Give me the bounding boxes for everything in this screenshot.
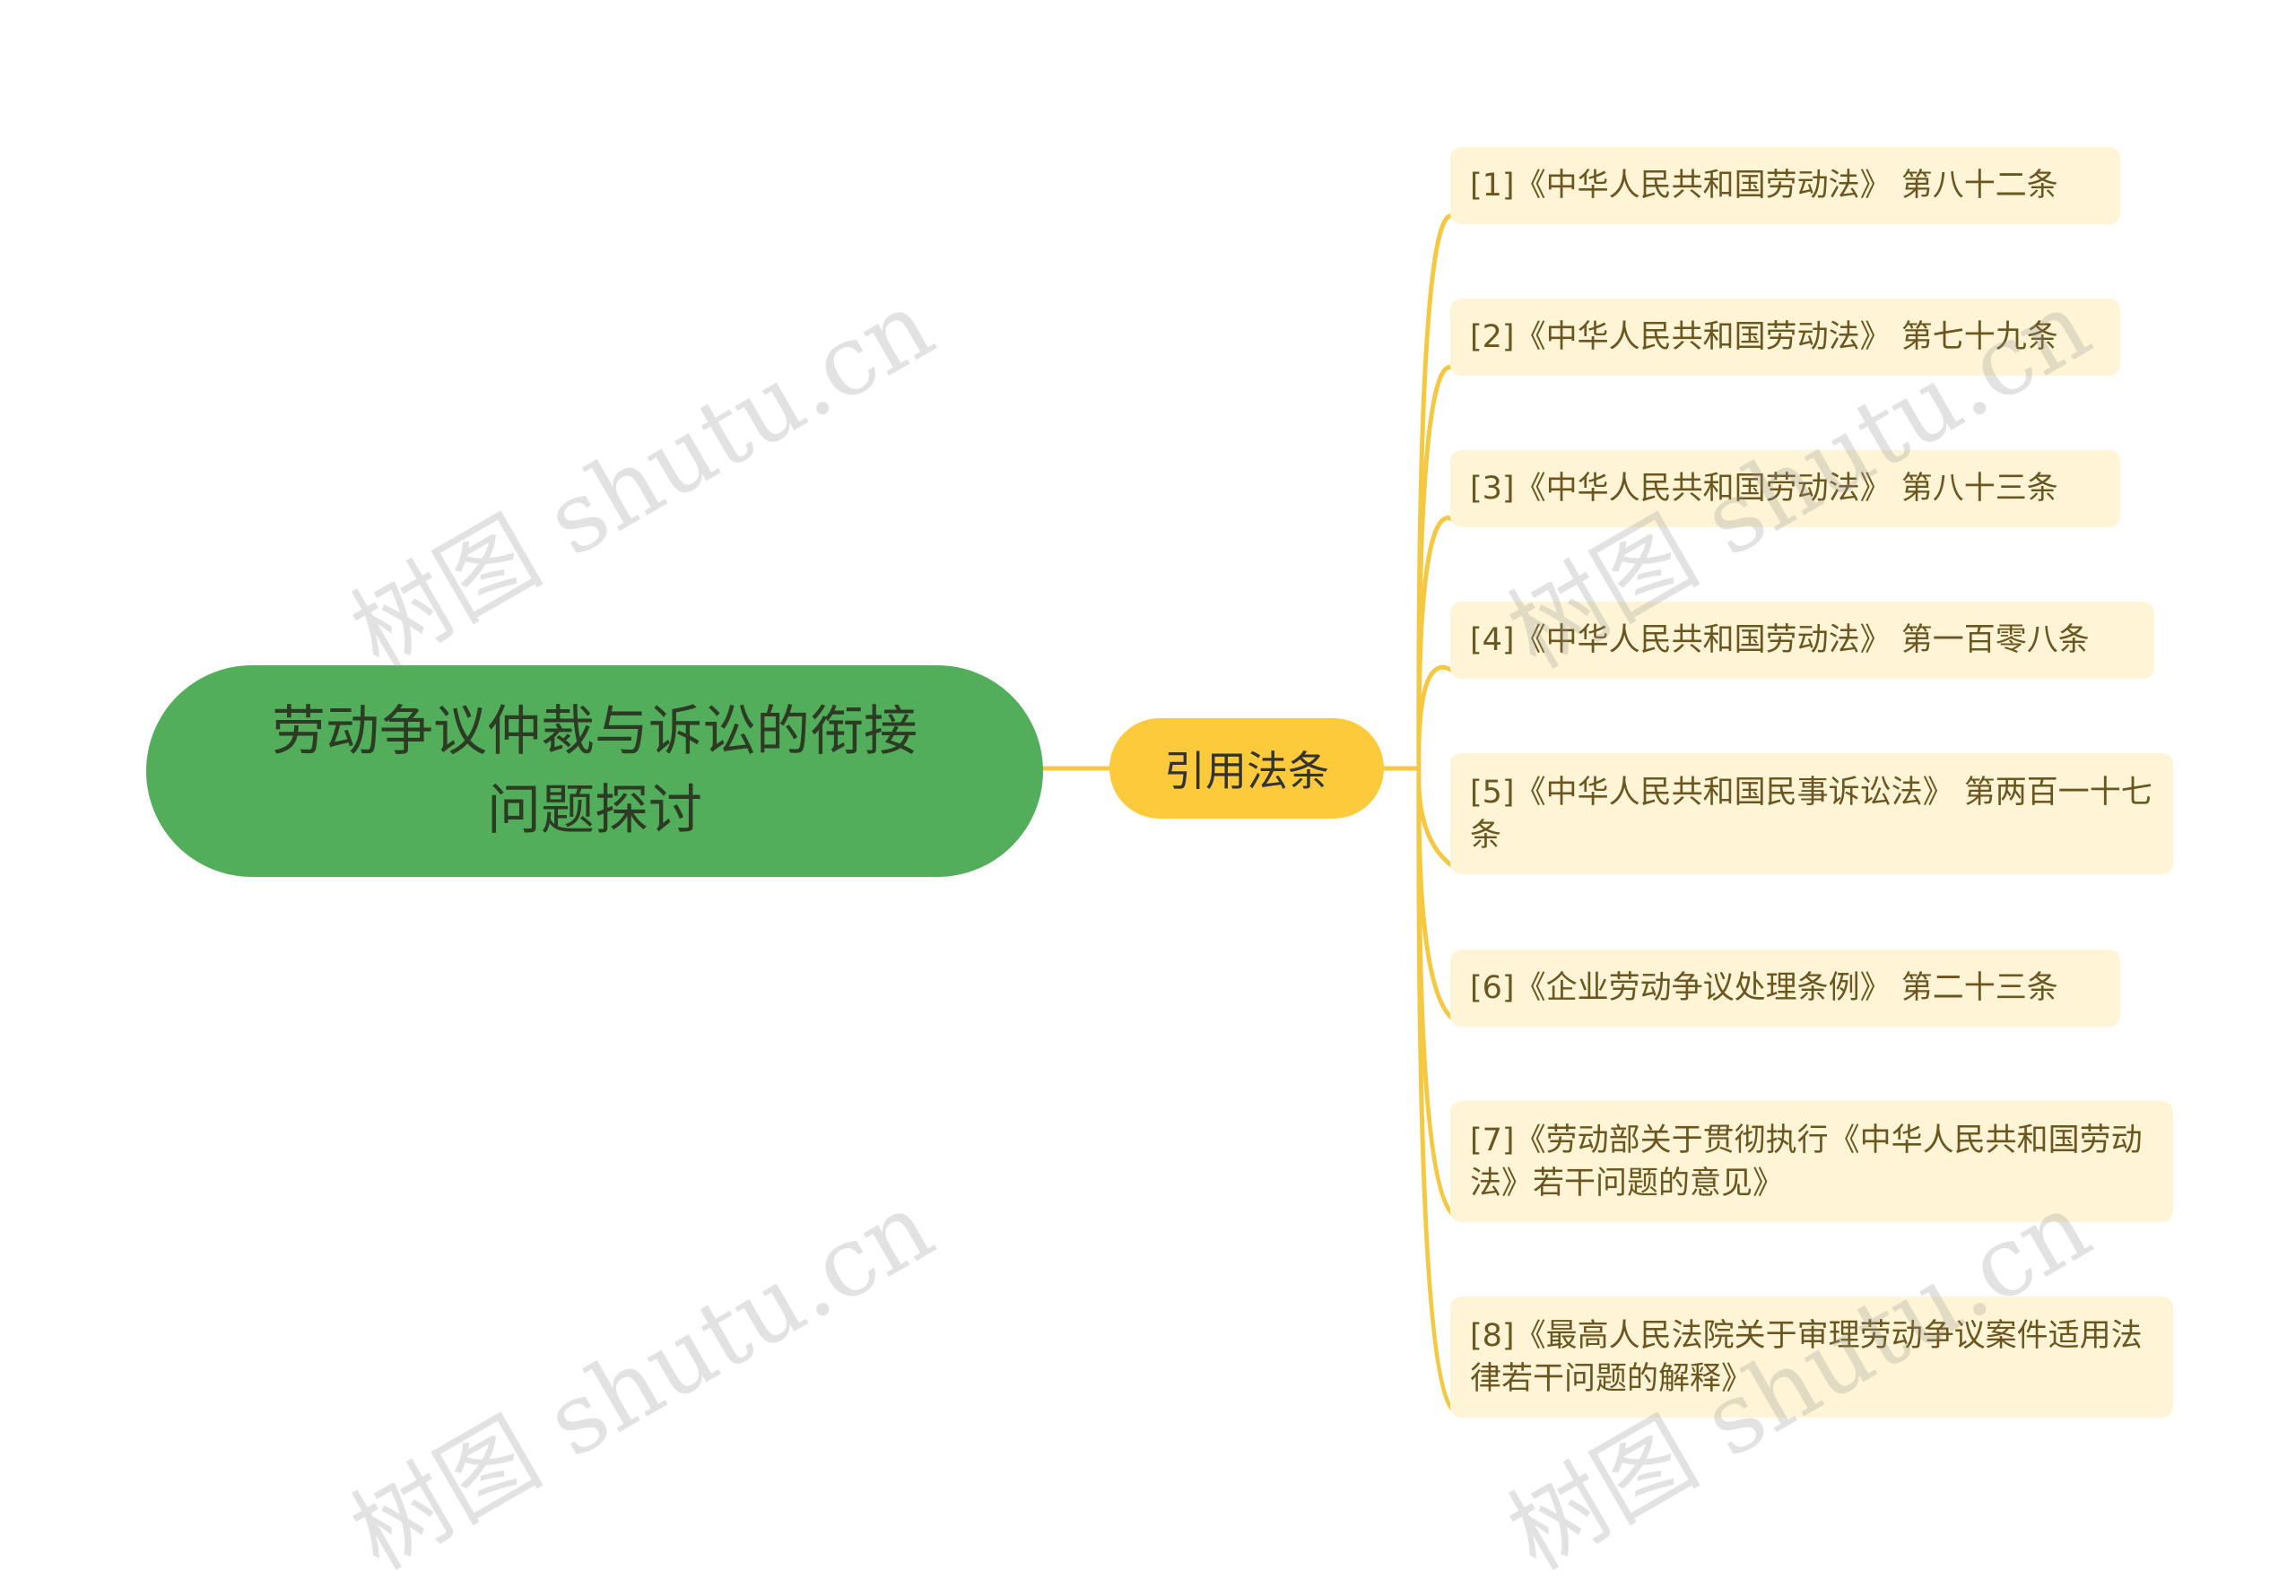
leaf-node-5[interactable]: [5]《中华人民共和国民事诉讼法》 第两百一十七条 [1450, 753, 2173, 874]
branch-to-leaf-line-5 [1416, 766, 1457, 870]
root-topic-label: 劳动争议仲裁与诉讼的衔接问题探讨 [272, 700, 918, 842]
leaf-node-3[interactable]: [3]《中华人民共和国劳动法》 第八十三条 [1450, 450, 2120, 527]
leaf-label: [5]《中华人民共和国民事诉讼法》 第两百一十七条 [1470, 774, 2152, 854]
leaf-label: [6]《企业劳动争议处理条例》 第二十三条 [1470, 970, 2058, 1006]
leaf-node-7[interactable]: [7]《劳动部关于贯彻执行《中华人民共和国劳动法》若干问题的意见》 [1450, 1101, 2173, 1222]
leaf-node-4[interactable]: [4]《中华人民共和国劳动法》 第一百零八条 [1450, 602, 2154, 679]
leaf-label: [2]《中华人民共和国劳动法》 第七十九条 [1470, 319, 2058, 355]
leaf-label: [1]《中华人民共和国劳动法》 第八十二条 [1470, 168, 2058, 204]
leaf-node-6[interactable]: [6]《企业劳动争议处理条例》 第二十三条 [1450, 950, 2120, 1027]
leaf-label: [7]《劳动部关于贯彻执行《中华人民共和国劳动法》若干问题的意见》 [1470, 1122, 2143, 1201]
leaf-node-1[interactable]: [1]《中华人民共和国劳动法》 第八十二条 [1450, 147, 2120, 224]
leaf-node-8[interactable]: [8]《最高人民法院关于审理劳动争议案件适用法律若干问题的解释》 [1450, 1297, 2173, 1418]
leaf-node-2[interactable]: [2]《中华人民共和国劳动法》 第七十九条 [1450, 299, 2120, 376]
watermark-text: 树图 shutu.cn [334, 269, 952, 690]
branch-label: 引用法条 [1164, 747, 1329, 795]
branch-to-leaf-line-6 [1416, 766, 1457, 1022]
leaf-label: [4]《中华人民共和国劳动法》 第一百零八条 [1470, 622, 2090, 658]
root-topic-node[interactable]: 劳动争议仲裁与诉讼的衔接问题探讨 [146, 665, 1043, 877]
branch-to-leaf-line-4 [1416, 665, 1457, 771]
watermark-text: 树图 shutu.cn [334, 1170, 952, 1592]
branch-node-cited-laws[interactable]: 引用法条 [1109, 718, 1384, 819]
leaf-label: [8]《最高人民法院关于审理劳动争议案件适用法律若干问题的解释》 [1470, 1317, 2143, 1397]
branch-to-leaf-line-2 [1416, 365, 1457, 771]
leaf-label: [3]《中华人民共和国劳动法》 第八十三条 [1470, 471, 2058, 507]
branch-to-leaf-line-7 [1416, 766, 1457, 1218]
branch-to-leaf-line-8 [1416, 766, 1457, 1413]
branch-to-leaf-line-1 [1416, 213, 1457, 771]
branch-to-leaf-line-3 [1416, 516, 1457, 771]
